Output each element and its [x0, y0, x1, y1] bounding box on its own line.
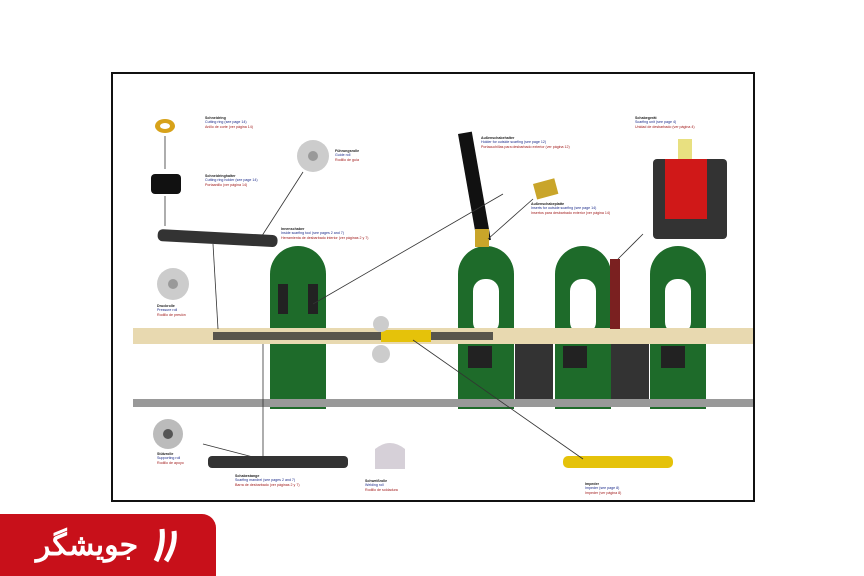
- label-en: Scarfing mandrel (see pages 2 and 7): [235, 478, 296, 483]
- label-en: Cutting ring (see page 14): [205, 120, 247, 125]
- label-en: Pressure roll: [157, 308, 178, 313]
- watermark-logo: جویشگر: [0, 514, 216, 576]
- label-title: Außenschabehalter: [481, 136, 515, 140]
- label-en: Inside scarfing tool (see pages 2 and 7): [281, 231, 344, 236]
- label-title: Schabestange: [235, 474, 260, 478]
- label-es: Portacuchillas para desbarbado exterior …: [481, 144, 570, 149]
- label-en: Scarfing unit (see page 4): [635, 120, 677, 125]
- label-title: Druckrolle: [157, 304, 175, 308]
- label-title: Stützrolle: [157, 452, 174, 456]
- label-es: Anillo de corte (ver página 14): [205, 124, 253, 129]
- label-es: Rodillo de presión: [157, 312, 186, 317]
- label-es: Barra de desbarbado (ver páginas 2 y 7): [235, 482, 300, 487]
- label-en: Holder for outside scarfing (see page 12…: [481, 140, 547, 145]
- machine-diagram: [133, 119, 753, 469]
- label-es: Rodillo de guía: [335, 157, 359, 162]
- label-title: Führungsrolle: [335, 149, 360, 153]
- label-en: Welding roll: [365, 483, 384, 488]
- label-es: Rodillo de apoyo: [157, 460, 184, 465]
- label-title: Außenschabeplatte: [531, 202, 565, 206]
- logo-mark-icon: [153, 528, 177, 563]
- label-title: Schneidring: [205, 116, 226, 120]
- label-title: Impeder: [585, 482, 599, 486]
- label-es: Portaanillo (ver página 14): [205, 182, 248, 187]
- label-es: Impeder (ver página 8): [585, 490, 622, 495]
- label-en: Supporting roll: [157, 456, 181, 461]
- label-en: Inserts for outside scarfing (see page 1…: [531, 206, 597, 211]
- label-es: Rodillo de soldadura: [365, 487, 398, 492]
- label-en: Guide roll: [335, 153, 351, 158]
- label-en: Cutting ring holder (see page 14): [205, 178, 258, 183]
- logo-text: جویشگر: [35, 528, 139, 562]
- label-title: Schweißrolle: [365, 479, 388, 483]
- label-es: Insertos para desbarbado exterior (ver p…: [531, 210, 611, 215]
- label-es: Herramienta de desbarbado interior (ver …: [281, 235, 369, 240]
- label-title: Schneidringhalter: [205, 174, 236, 178]
- label-title: Schabegerät: [635, 116, 657, 120]
- label-en: Impeder (see page 8): [585, 486, 620, 491]
- label-es: Unidad de desbarbado (ver página 4): [635, 124, 695, 129]
- label-title: Innenschaber: [281, 227, 305, 231]
